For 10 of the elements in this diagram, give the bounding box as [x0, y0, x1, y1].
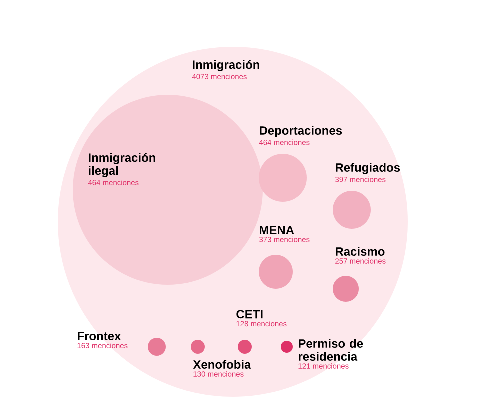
topic-label: Inmigración — [193, 60, 260, 72]
topic-label: Racismo — [336, 247, 385, 256]
topic-label: Xenofobia — [193, 360, 252, 369]
topic-label: Inmigración ilegal — [89, 153, 156, 178]
topic-label: CETI — [236, 310, 263, 319]
topic-label: Refugiados — [336, 163, 400, 174]
topic-label: Deportaciones — [260, 126, 342, 138]
topic-label: Permiso de residencia — [298, 339, 364, 361]
topic-label: Frontex — [78, 332, 122, 341]
topic-label: MENA — [260, 226, 294, 234]
